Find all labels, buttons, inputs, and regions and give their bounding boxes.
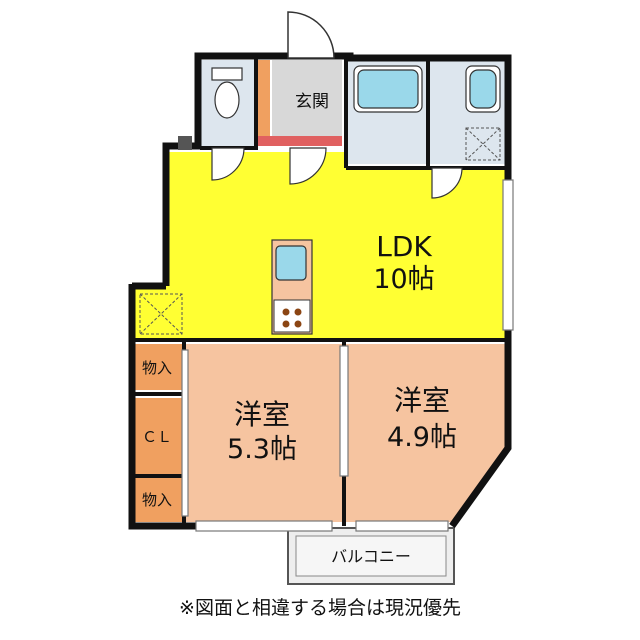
fridge-space bbox=[139, 293, 183, 335]
bathtub bbox=[465, 65, 501, 113]
ldk-label: LDK bbox=[376, 230, 432, 263]
closet-label: ＣＬ bbox=[142, 428, 172, 446]
entrance-area bbox=[272, 60, 342, 138]
western-left-size: 5.3帖 bbox=[227, 434, 297, 465]
entrance-label: 玄関 bbox=[295, 92, 329, 112]
entrance-step bbox=[258, 136, 342, 146]
ldk-size: 10帖 bbox=[373, 264, 434, 295]
balcony-rail bbox=[295, 535, 447, 577]
entrance-door bbox=[287, 11, 335, 59]
washbasin bbox=[353, 65, 423, 113]
balcony-label: バルコニー bbox=[331, 547, 411, 566]
western-room-right bbox=[346, 344, 505, 522]
kitchen-counter bbox=[271, 239, 313, 335]
windows bbox=[195, 179, 514, 532]
toilet-fixture bbox=[211, 67, 243, 119]
wall-pillar bbox=[178, 136, 192, 150]
western-right-size: 4.9帖 bbox=[387, 422, 457, 453]
shoe-cabinet bbox=[258, 60, 270, 136]
storage-top-label: 物入 bbox=[142, 359, 172, 377]
storage-bottom bbox=[132, 478, 184, 522]
sliding-doors bbox=[181, 345, 349, 517]
western-room-left bbox=[186, 344, 342, 522]
interior-doors bbox=[211, 147, 463, 199]
storage-top bbox=[132, 344, 184, 390]
notice-text: ※図面と相違する場合は現況優先 bbox=[179, 597, 461, 619]
western-left-label: 洋室 bbox=[234, 398, 290, 431]
western-right-label: 洋室 bbox=[394, 384, 450, 417]
washer-space bbox=[465, 127, 501, 161]
ldk-room bbox=[132, 152, 505, 338]
closet bbox=[132, 398, 184, 474]
storage-bottom-label: 物入 bbox=[142, 491, 172, 509]
